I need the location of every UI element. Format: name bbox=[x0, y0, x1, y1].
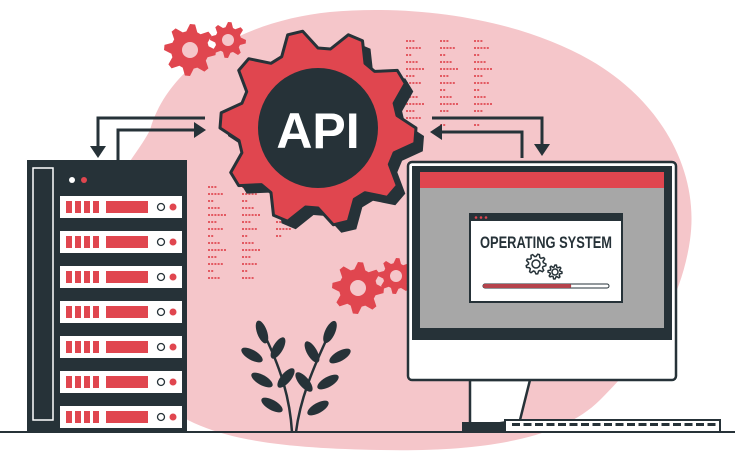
key bbox=[627, 423, 635, 426]
data-flow-arrows bbox=[90, 116, 550, 160]
key bbox=[535, 423, 543, 426]
gears bbox=[164, 22, 424, 314]
server-rack bbox=[27, 160, 187, 432]
server-unit bbox=[60, 301, 182, 323]
gear-icon bbox=[332, 262, 384, 314]
key bbox=[673, 423, 681, 426]
arrow-head-icon bbox=[534, 144, 550, 156]
key bbox=[638, 423, 647, 426]
loading-gears-icon bbox=[525, 253, 563, 280]
server-unit bbox=[60, 231, 182, 253]
key bbox=[581, 423, 589, 426]
keyboard bbox=[504, 419, 721, 433]
key bbox=[707, 423, 716, 426]
arrow-to-monitor bbox=[432, 116, 544, 146]
progress-fill bbox=[483, 284, 572, 288]
key bbox=[696, 423, 704, 426]
gear-icon bbox=[378, 258, 414, 294]
key bbox=[546, 423, 555, 426]
server-unit bbox=[60, 336, 182, 358]
server-unit bbox=[60, 371, 182, 393]
server-unit bbox=[60, 266, 182, 288]
arrow-head-icon bbox=[90, 146, 106, 158]
key bbox=[569, 423, 578, 426]
key bbox=[604, 423, 612, 426]
api-gear-icon bbox=[218, 29, 418, 227]
key bbox=[558, 423, 566, 426]
key bbox=[684, 423, 693, 426]
arrow-to-api-from-monitor bbox=[440, 130, 524, 158]
key bbox=[615, 423, 624, 426]
plant bbox=[241, 320, 351, 433]
api-label: API bbox=[276, 103, 359, 159]
key bbox=[523, 423, 532, 426]
gear-icon bbox=[164, 24, 216, 76]
key bbox=[650, 423, 658, 426]
os-window: OPERATING SYSTEM bbox=[469, 213, 623, 303]
key bbox=[512, 423, 520, 426]
server-unit bbox=[60, 196, 182, 218]
server-unit bbox=[60, 406, 182, 428]
arrow-to-api bbox=[116, 128, 196, 160]
key bbox=[661, 423, 670, 426]
os-title: OPERATING SYSTEM bbox=[480, 233, 612, 252]
arrow-to-server bbox=[96, 116, 205, 148]
key bbox=[592, 423, 601, 426]
arrow-head-icon bbox=[194, 122, 206, 138]
arrow-head-icon bbox=[430, 124, 442, 140]
gear-icon bbox=[210, 22, 246, 58]
